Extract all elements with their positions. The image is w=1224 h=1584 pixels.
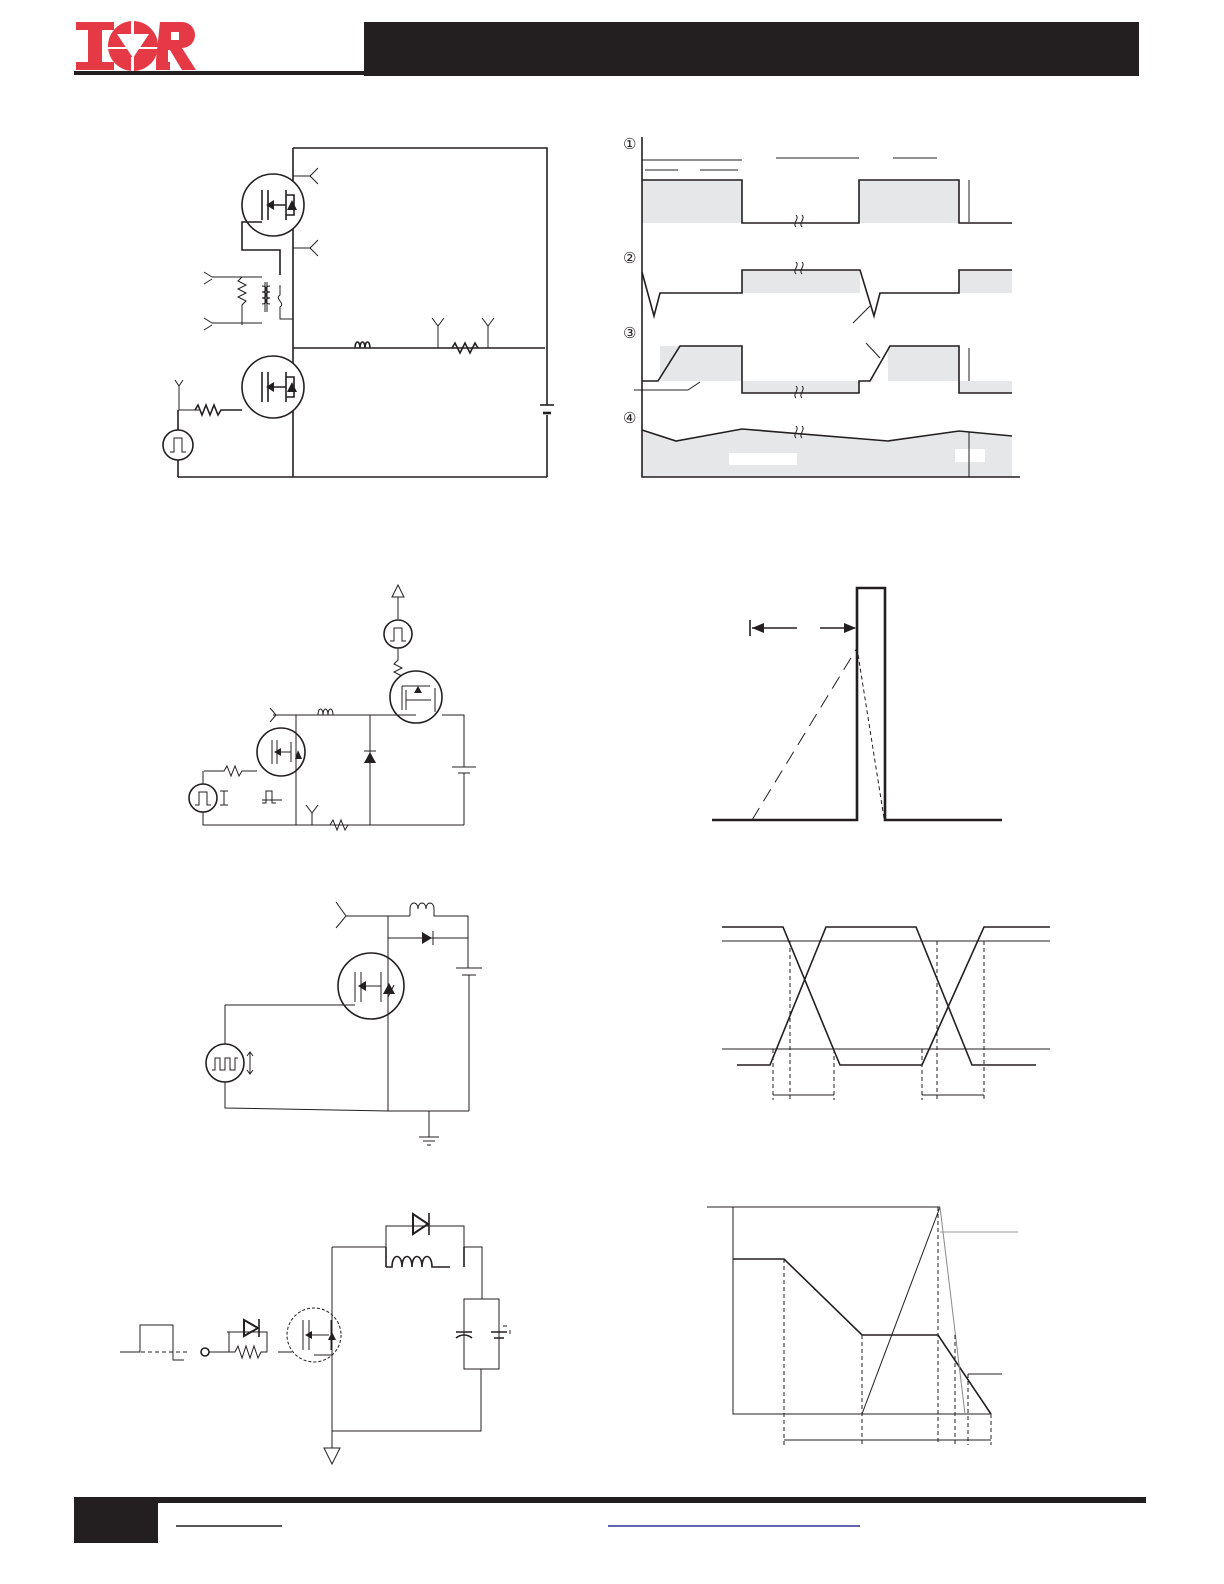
avalanche-waveform [712,586,1002,822]
label-2: ② [623,250,636,267]
label-1: ① [623,136,636,153]
header-bar [364,22,1139,76]
waveform-diagram: ① ② ③ ④ [623,136,1020,478]
footer-bar [74,1497,1146,1503]
test-circuit-2 [188,583,476,832]
test-circuit-3 [205,901,482,1146]
label-3: ③ [623,325,636,342]
page-number-box [74,1497,158,1543]
ir-logo [76,21,196,71]
switching-waveform [722,926,1050,1100]
gate-charge-waveform [707,1206,1018,1445]
label-4: ④ [623,410,636,427]
test-circuit-4 [120,1212,511,1466]
test-circuit-1 [162,147,554,478]
header-rule [74,71,366,75]
